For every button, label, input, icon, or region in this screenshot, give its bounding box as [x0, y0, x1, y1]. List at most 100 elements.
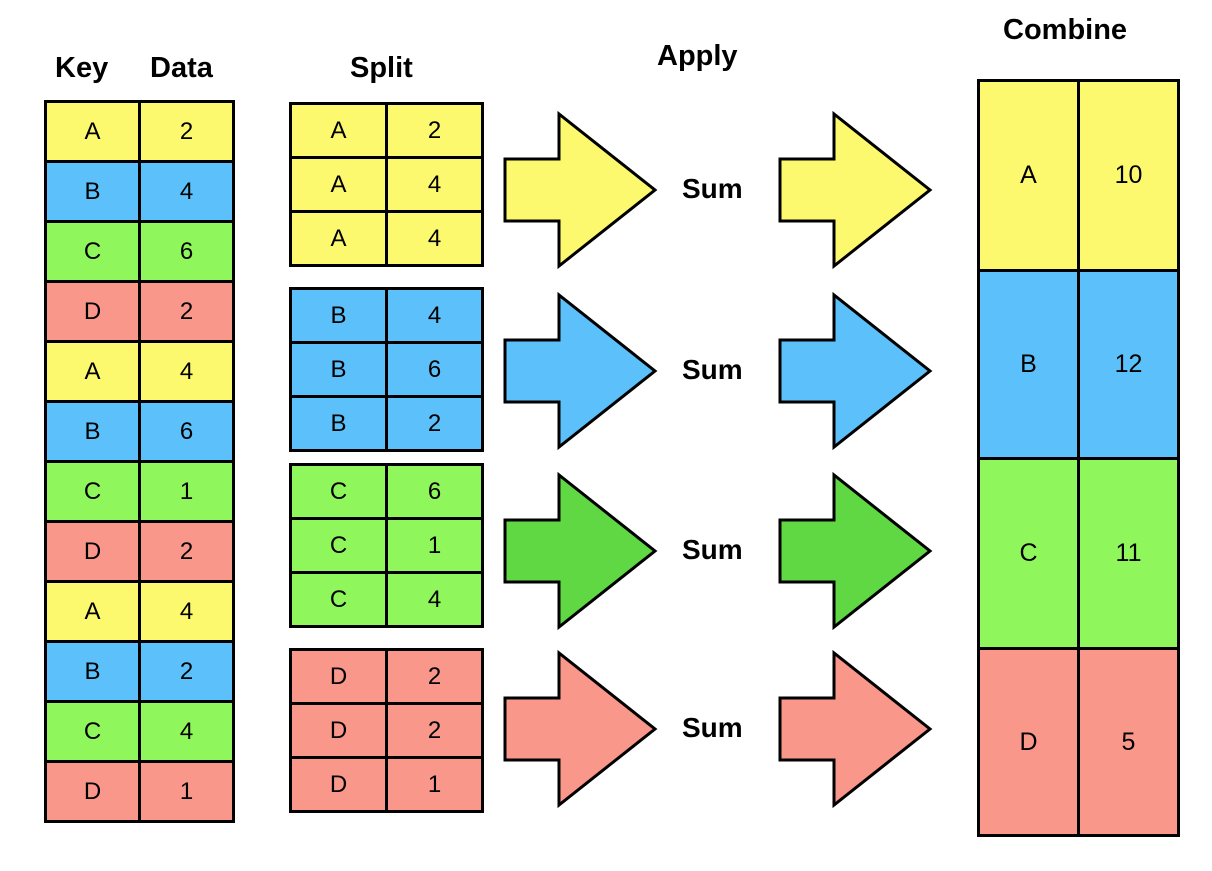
original-key-cell: A	[44, 340, 141, 403]
header-apply: Apply	[657, 40, 738, 72]
original-key-cell: B	[44, 160, 141, 223]
split-value-cell: 4	[385, 287, 484, 344]
split-value-cell: 6	[385, 341, 484, 398]
apply-arrow-c	[503, 471, 658, 631]
apply-arrow-a	[503, 110, 658, 270]
split-value-cell: 6	[385, 463, 484, 520]
split-key-cell: C	[289, 517, 388, 574]
original-value-cell: 1	[138, 760, 235, 823]
original-key-cell: D	[44, 760, 141, 823]
split-value-cell: 2	[385, 648, 484, 705]
combine-arrow-b	[778, 291, 933, 451]
original-key-cell: B	[44, 400, 141, 463]
split-value-cell: 1	[385, 517, 484, 574]
header-split: Split	[350, 52, 413, 84]
apply-op-label: Sum	[682, 173, 743, 204]
combined-value-cell: 12	[1077, 269, 1180, 460]
header-combine: Combine	[1003, 14, 1128, 46]
combined-key-cell: A	[977, 79, 1080, 272]
split-value-cell: 2	[385, 395, 484, 452]
combine-arrow-a	[778, 110, 933, 270]
split-value-cell: 2	[385, 702, 484, 759]
original-key-cell: A	[44, 100, 141, 163]
combine-arrow-d	[778, 649, 933, 809]
apply-arrow-d	[503, 649, 658, 809]
split-key-cell: D	[289, 756, 388, 813]
split-value-cell: 4	[385, 156, 484, 213]
original-key-cell: A	[44, 580, 141, 643]
split-key-cell: B	[289, 395, 388, 452]
apply-arrow-b	[503, 291, 658, 451]
original-key-cell: C	[44, 700, 141, 763]
split-key-cell: B	[289, 341, 388, 398]
split-value-cell: 4	[385, 210, 484, 267]
original-value-cell: 6	[138, 400, 235, 463]
original-value-cell: 1	[138, 460, 235, 523]
combined-value-cell: 5	[1077, 647, 1180, 837]
combined-value-cell: 10	[1077, 79, 1180, 272]
apply-op-label: Sum	[682, 712, 743, 743]
original-value-cell: 2	[138, 520, 235, 583]
original-value-cell: 6	[138, 220, 235, 283]
split-value-cell: 1	[385, 756, 484, 813]
split-value-cell: 2	[385, 102, 484, 159]
original-value-cell: 4	[138, 160, 235, 223]
combined-key-cell: D	[977, 647, 1080, 837]
combined-key-cell: B	[977, 269, 1080, 460]
split-key-cell: D	[289, 648, 388, 705]
original-value-cell: 4	[138, 340, 235, 403]
split-key-cell: D	[289, 702, 388, 759]
header-data: Data	[150, 52, 213, 84]
original-key-cell: D	[44, 520, 141, 583]
split-key-cell: C	[289, 571, 388, 628]
split-key-cell: B	[289, 287, 388, 344]
apply-op-label: Sum	[682, 354, 743, 385]
split-key-cell: A	[289, 210, 388, 267]
split-key-cell: C	[289, 463, 388, 520]
header-key: Key	[55, 52, 109, 84]
apply-op-label: Sum	[682, 534, 743, 565]
split-value-cell: 4	[385, 571, 484, 628]
original-value-cell: 2	[138, 100, 235, 163]
original-value-cell: 4	[138, 580, 235, 643]
original-key-cell: C	[44, 220, 141, 283]
original-value-cell: 4	[138, 700, 235, 763]
combined-value-cell: 11	[1077, 457, 1180, 650]
original-key-cell: B	[44, 640, 141, 703]
combined-key-cell: C	[977, 457, 1080, 650]
